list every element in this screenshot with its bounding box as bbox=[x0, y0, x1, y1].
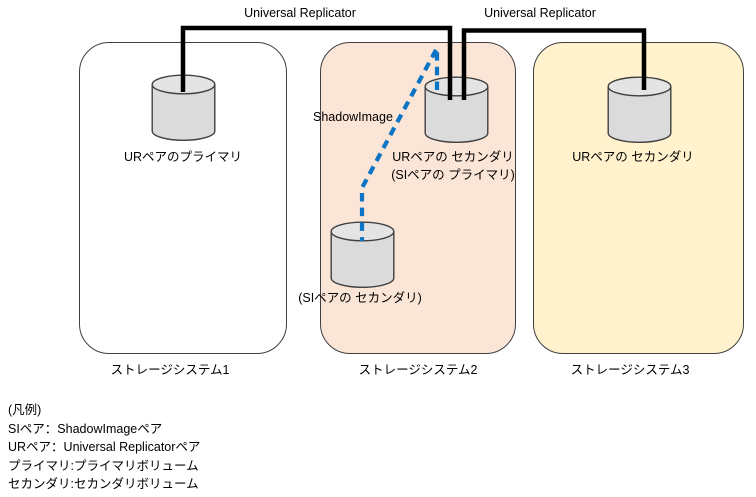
legend: (凡例) SIペア：ShadowImageペア URペア：Universal R… bbox=[8, 401, 200, 494]
volume-cylinder-ur-primary bbox=[151, 74, 216, 141]
shadowimage-connector-label: ShadowImage bbox=[313, 110, 393, 124]
storage-system-2-caption: ストレージシステム2 bbox=[358, 363, 478, 377]
legend-item-si-pair: SIペア：ShadowImageペア bbox=[8, 421, 163, 436]
legend-title: (凡例) bbox=[8, 403, 42, 417]
legend-item-secondary: セカンダリ:セカンダリボリューム bbox=[8, 477, 199, 492]
storage-system-3-caption: ストレージシステム3 bbox=[570, 363, 690, 377]
volume-cylinder-ur-secondary-si-primary bbox=[424, 76, 489, 143]
ur-primary-volume-label: URペアのプライマリ bbox=[123, 150, 243, 164]
ur-secondary-volume-label-system3: URペアの セカンダリ bbox=[572, 150, 694, 164]
legend-item-primary: プライマリ:プライマリボリューム bbox=[8, 458, 199, 473]
volume-cylinder-si-secondary bbox=[330, 221, 395, 288]
ur-secondary-volume-label-system2: URペアの セカンダリ bbox=[392, 150, 514, 164]
storage-system-1-caption: ストレージシステム1 bbox=[110, 363, 230, 377]
ur-connector-label-left: Universal Replicator bbox=[244, 6, 356, 20]
legend-item-ur-pair: URペア：Universal Replicatorペア bbox=[8, 440, 201, 455]
ur-connector-label-right: Universal Replicator bbox=[484, 6, 596, 20]
volume-cylinder-ur-secondary bbox=[607, 76, 672, 143]
si-secondary-volume-label: (SIペアの セカンダリ) bbox=[298, 291, 422, 305]
si-primary-volume-sublabel: (SIペアの プライマリ) bbox=[391, 168, 515, 182]
